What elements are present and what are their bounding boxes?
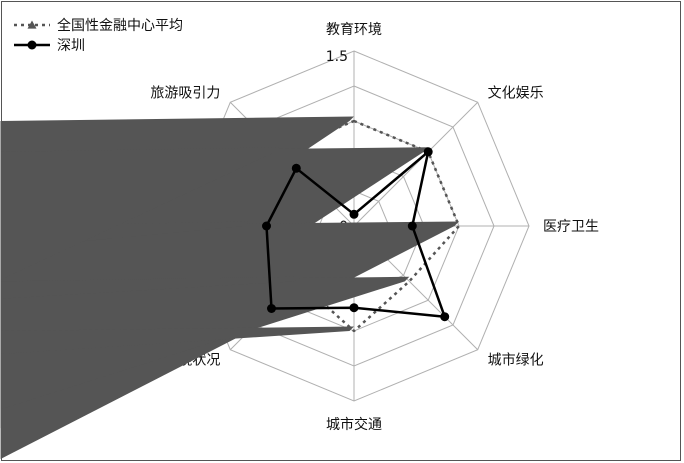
data-point-marker <box>0 147 280 280</box>
axis-label: 旅游吸引力 <box>150 85 220 101</box>
data-point-marker <box>440 312 450 322</box>
legend-item: 全国性金融中心平均 <box>14 17 183 34</box>
data-point-marker <box>423 147 433 157</box>
data-point-marker <box>27 40 37 50</box>
legend-item: 深圳 <box>14 38 85 54</box>
grid-spoke <box>353 101 479 227</box>
axis-label: 城市交通 <box>326 416 382 433</box>
series <box>0 116 461 460</box>
series-group <box>0 116 461 460</box>
data-point-marker <box>349 209 359 219</box>
data-point-marker <box>262 221 271 231</box>
series <box>262 147 450 322</box>
data-point-marker <box>27 20 37 29</box>
data-point-marker <box>349 303 359 313</box>
data-point-marker <box>267 304 276 313</box>
axis-label: 教育环境 <box>326 22 382 38</box>
axis-label: 文化娱乐 <box>488 85 544 101</box>
data-point-marker <box>291 163 301 173</box>
data-point-marker <box>0 276 410 410</box>
axis-label: 医疗卫生 <box>543 219 599 235</box>
tick-label-max: 1.5 <box>326 49 348 65</box>
data-point-marker <box>407 221 417 231</box>
legend-label: 全国性金融中心平均 <box>57 17 183 34</box>
axis-label: 城市绿化 <box>488 352 544 369</box>
data-point-marker <box>0 326 354 355</box>
legend-label: 深圳 <box>57 38 85 54</box>
data-point-marker <box>0 276 299 299</box>
